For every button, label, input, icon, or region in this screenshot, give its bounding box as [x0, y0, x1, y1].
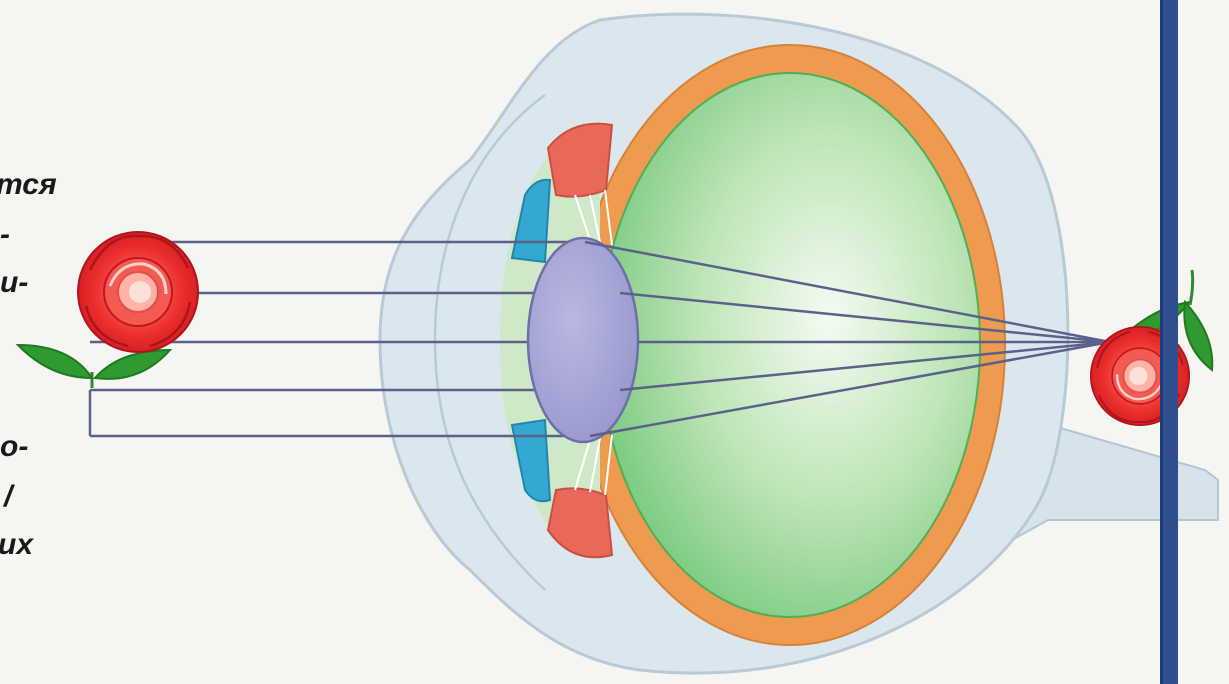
vitreous-body [600, 73, 980, 617]
inverted-rose-icon [1091, 270, 1212, 425]
lens [528, 238, 638, 442]
page-divider [1160, 0, 1178, 684]
rose-icon [18, 232, 198, 388]
